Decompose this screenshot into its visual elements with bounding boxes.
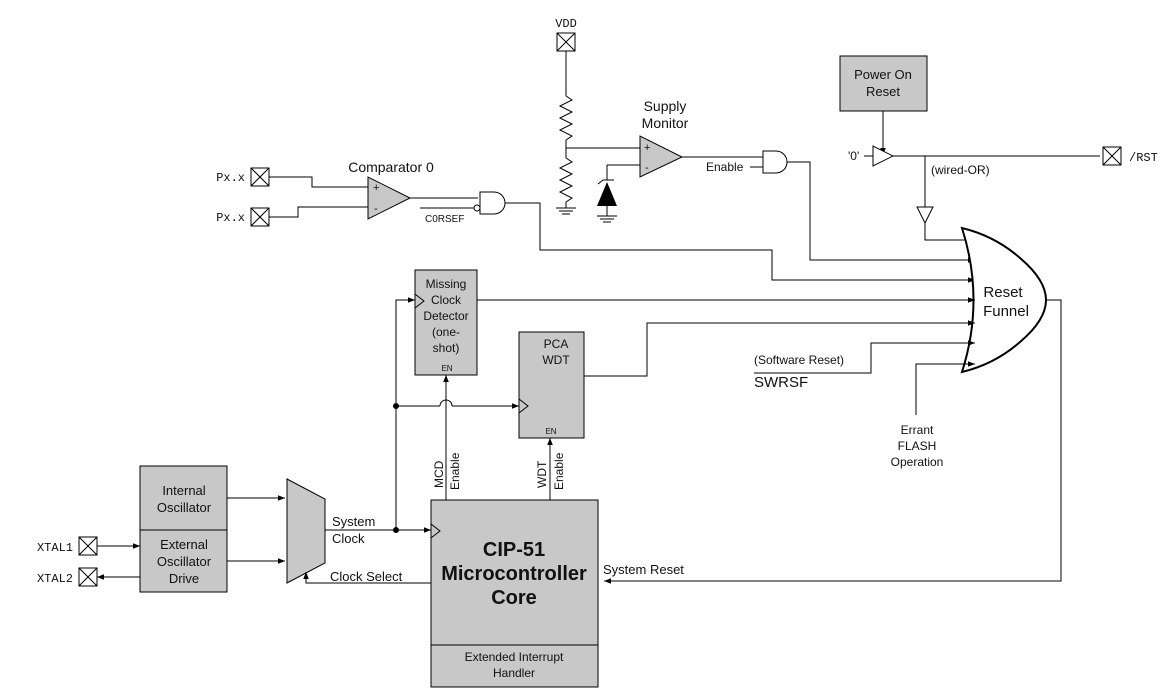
px-pin-2 [250, 207, 270, 227]
xtal2-pin [78, 567, 98, 587]
mcd-label-1: Missing [426, 277, 467, 291]
supply-monitor-label-2: Monitor [642, 115, 689, 131]
mcd-label-2: Clock [431, 293, 462, 307]
zero-label: '0' [848, 149, 859, 163]
system-clock-label-1: System [332, 514, 375, 529]
mcd-label-3: Detector [423, 309, 468, 323]
power-on-reset-block [839, 55, 928, 112]
xtal1-label: XTAL1 [37, 541, 73, 555]
system-clock-label-2: Clock [332, 531, 365, 546]
missing-clock-detector [414, 269, 478, 376]
ext-osc-label-3: Drive [169, 571, 199, 586]
cip-label-1: CIP-51 [483, 539, 545, 561]
rst-label: /RST [1129, 151, 1158, 165]
reset-funnel-label-2: Funnel [983, 303, 1029, 320]
clock-select-label: Clock Select [330, 569, 403, 584]
enable-label: Enable [706, 160, 744, 174]
svg-text:-: - [645, 162, 649, 174]
svg-text:+: + [644, 142, 650, 154]
por-buffer [872, 145, 895, 167]
cip51-core [430, 499, 599, 688]
external-oscillator-drive [139, 529, 228, 593]
vdd-label: VDD [555, 17, 577, 31]
px-label-1: Px.x [216, 171, 245, 185]
mcd-enable-label-2: Enable [448, 452, 462, 490]
comparator-0: + - [367, 176, 412, 220]
int-osc-label-1: Internal [162, 483, 205, 498]
pca-en-label: EN [545, 427, 556, 436]
supply-monitor-comparator: + - [639, 135, 684, 178]
svg-text:+: + [373, 182, 379, 194]
resistor-divider [556, 51, 640, 215]
supply-and-gate [762, 150, 788, 174]
vdd-pin [556, 32, 576, 52]
power-on-label-2: Reset [866, 84, 900, 99]
swrsf-label: SWRSF [754, 374, 808, 391]
svg-text:-: - [374, 203, 378, 215]
wdt-enable-label-2: Enable [552, 452, 566, 490]
internal-oscillator [139, 465, 228, 531]
rst-pin [1102, 146, 1122, 166]
errant-label-3: Operation [891, 455, 944, 469]
reset-funnel-label-1: Reset [983, 284, 1023, 301]
zener-reference [597, 164, 640, 223]
comparator-and-gate [479, 191, 506, 215]
mcd-en-label: EN [441, 364, 452, 373]
eih-label-2: Handler [493, 666, 535, 680]
rst-input-buffer [916, 206, 934, 225]
ext-osc-label-1: External [160, 537, 208, 552]
clock-mux [286, 478, 326, 584]
pca-label-2: WDT [542, 353, 570, 367]
wdt-enable-label-1: WDT [535, 460, 549, 488]
pca-wdt [518, 331, 585, 439]
mcd-enable-label-1: MCD [432, 460, 446, 488]
int-osc-label-2: Oscillator [157, 500, 212, 515]
software-reset-label: (Software Reset) [754, 353, 844, 367]
wired-or-label: (wired-OR) [931, 163, 990, 177]
cip-label-3: Core [491, 587, 537, 609]
ext-osc-label-2: Oscillator [157, 554, 212, 569]
pca-label-1: PCA [544, 337, 569, 351]
mcd-label-4: (one- [432, 325, 460, 339]
c0rsef-label: C0RSEF [425, 214, 464, 225]
errant-label-1: Errant [901, 423, 934, 437]
comparator-label: Comparator 0 [348, 159, 434, 175]
cip-label-2: Microcontroller [441, 563, 587, 585]
px-pin-1 [250, 167, 270, 187]
system-reset-label: System Reset [603, 562, 684, 577]
xtal2-label: XTAL2 [37, 572, 73, 586]
xtal1-pin [78, 536, 98, 556]
supply-monitor-label-1: Supply [644, 98, 687, 114]
errant-label-2: FLASH [898, 439, 937, 453]
mcd-label-5: shot) [433, 341, 460, 355]
power-on-label-1: Power On [854, 67, 912, 82]
px-label-2: Px.x [216, 211, 245, 225]
eih-label-1: Extended Interrupt [465, 650, 564, 664]
